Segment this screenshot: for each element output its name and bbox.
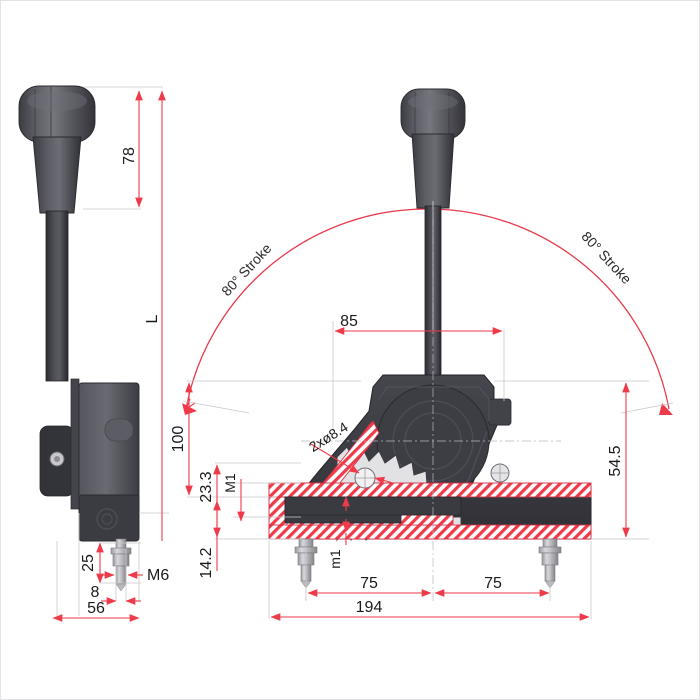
dimension-value: 194: [356, 599, 383, 616]
dimension-rack-lower: m1: [327, 496, 350, 569]
dimension-bolt-offset: 8: [91, 584, 141, 605]
dimension-overall-length: L: [144, 90, 166, 541]
base-plate-section: [268, 420, 592, 540]
dimension-knob-height: 78: [121, 90, 143, 208]
dimension-value: M1: [222, 473, 238, 493]
dimension-value: m1: [327, 549, 343, 569]
dimension-value: 78: [121, 147, 138, 165]
side-view-geometry: [18, 85, 140, 592]
dimension-value: 100: [170, 426, 187, 453]
dimension-slot-height: 14.2: [198, 500, 221, 579]
dimension-value: 14.2: [198, 547, 215, 578]
dimension-value: 75: [484, 575, 502, 592]
dimension-value: 25: [80, 554, 97, 572]
dimension-pivot-height: 100: [170, 382, 193, 496]
dimension-rack-upper: M1: [222, 473, 245, 522]
dimension-bolt-thread-length: 25: [80, 542, 141, 584]
stroke-arc-right: [430, 208, 670, 410]
dimension-value: 85: [340, 313, 358, 330]
stroke-label-right: 80° Stroke: [578, 228, 635, 287]
stroke-arc-left: [185, 208, 432, 410]
dimension-value: 8: [91, 584, 100, 601]
dimension-housing-height: 54.5: [607, 382, 630, 538]
dimension-thread-size: M6: [99, 567, 169, 584]
dimension-lever-offset: 85: [334, 313, 503, 335]
dimension-side-width: 56: [52, 600, 140, 622]
dimension-value: L: [144, 314, 161, 323]
dimension-hole-spacing-right: 75: [434, 575, 550, 597]
front-view-extension-lines: [187, 201, 649, 619]
dimension-value: 56: [87, 600, 105, 617]
dimension-hole-spacing-left: 75: [307, 575, 432, 597]
dimension-value: 75: [360, 575, 378, 592]
dimension-value: 54.5: [607, 445, 624, 476]
dimension-value: 23.3: [198, 471, 215, 502]
dimension-overall-width: 194: [270, 599, 590, 621]
side-view-extension-lines: [56, 86, 169, 616]
dimension-value: M6: [147, 567, 169, 584]
dimension-plate-height: 23.3: [198, 464, 221, 538]
